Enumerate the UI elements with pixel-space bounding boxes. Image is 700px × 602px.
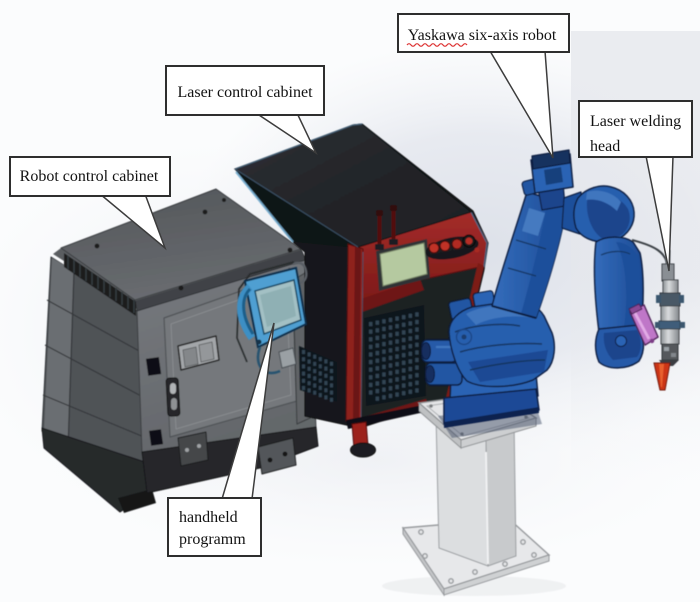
svg-text:Laser welding: Laser welding xyxy=(590,113,681,130)
svg-text:handheld: handheld xyxy=(179,509,238,526)
svg-text:Robot control cabinet: Robot control cabinet xyxy=(20,168,159,185)
svg-text:Laser control cabinet: Laser control cabinet xyxy=(177,84,313,101)
svg-text:Yaskawa six-axis robot: Yaskawa six-axis robot xyxy=(408,27,557,44)
svg-text:head: head xyxy=(590,138,620,155)
svg-text:programm: programm xyxy=(179,531,246,548)
